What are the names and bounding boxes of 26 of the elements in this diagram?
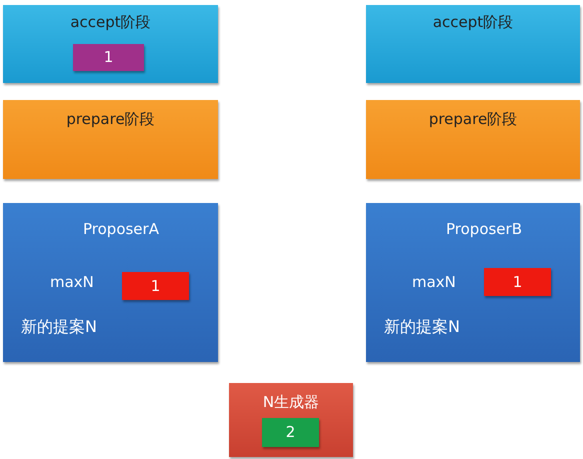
stage-title: accept阶段 [432, 13, 514, 32]
value-box [73, 44, 144, 71]
value-box [484, 268, 551, 296]
proposer-box [366, 203, 580, 362]
prepare-stage-box [366, 100, 580, 179]
stage-title: prepare阶段 [65, 110, 156, 129]
value: 1 [150, 277, 162, 295]
stage-title: accept阶段 [69, 13, 152, 32]
value-box [122, 272, 189, 300]
proposer-title: ProposerA [83, 220, 159, 238]
generator-box [229, 383, 353, 457]
field-label: 新的提案N [384, 317, 460, 338]
field-label: maxN [412, 273, 456, 291]
stage-title: prepare阶段 [428, 110, 518, 129]
accept-stage-box [366, 5, 580, 83]
value: 1 [102, 48, 114, 66]
accept-stage-box [3, 5, 218, 83]
proposer-box [3, 203, 218, 362]
prepare-stage-box [3, 100, 218, 179]
value-box [262, 418, 319, 447]
generator-title: N生成器 [262, 393, 320, 412]
field-label: maxN [50, 273, 94, 291]
value: 1 [512, 273, 524, 291]
proposer-title: ProposerB [446, 220, 522, 238]
field-label: 新的提案N [21, 317, 97, 338]
value: 2 [284, 423, 296, 441]
